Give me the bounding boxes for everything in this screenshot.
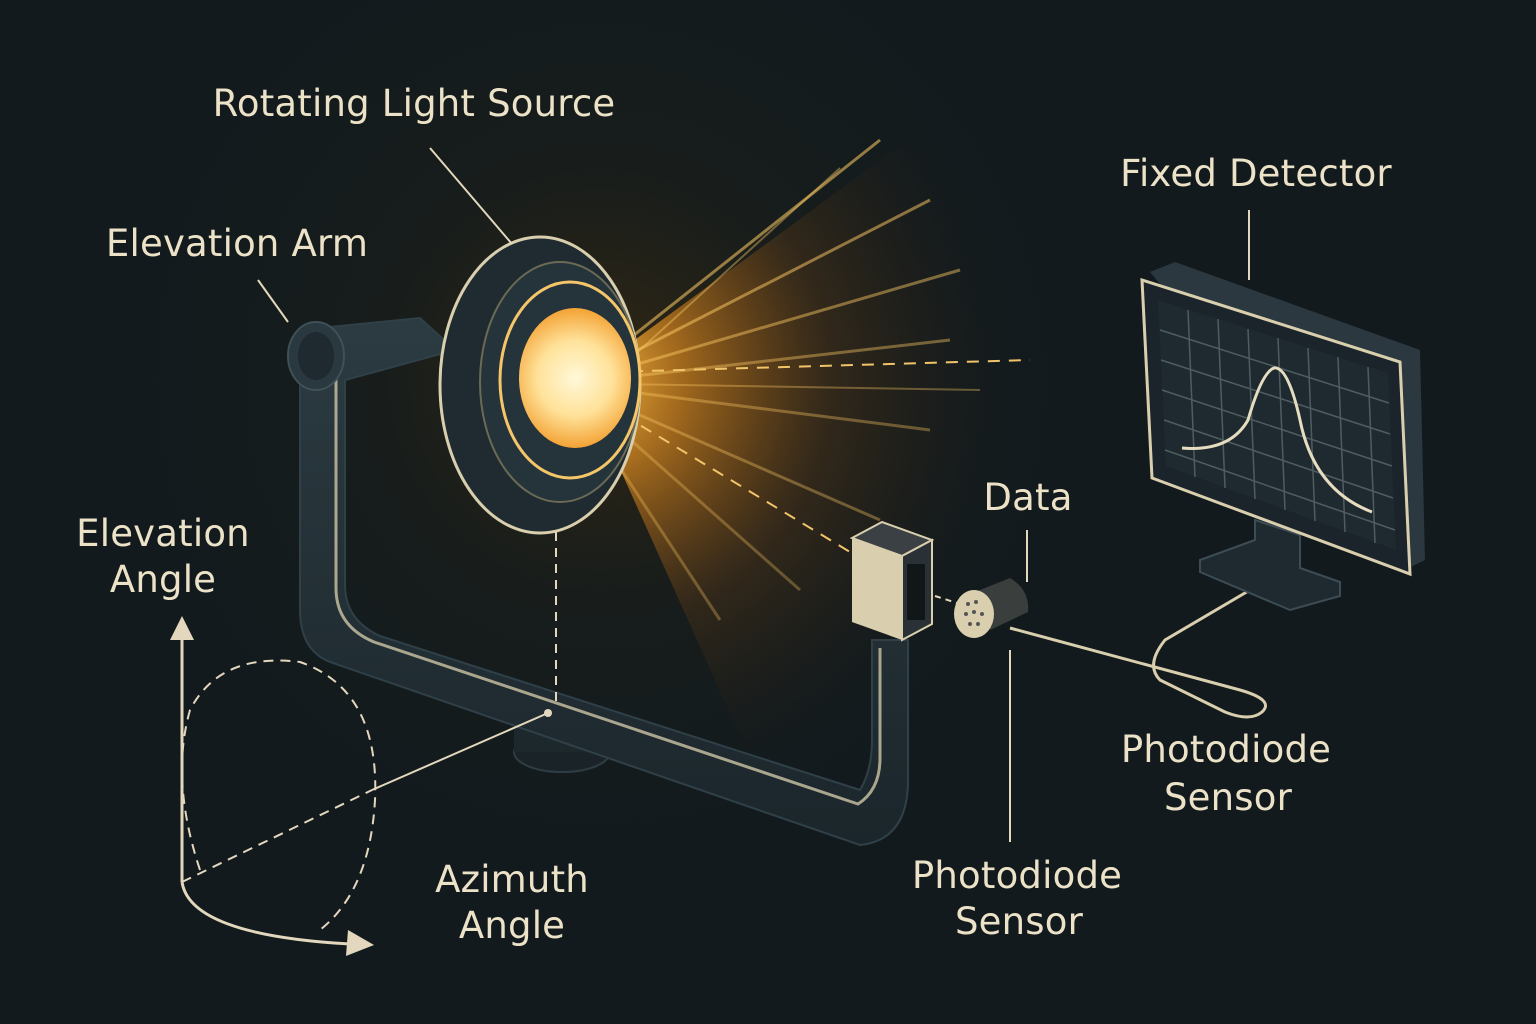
sensor-pixel [966,602,970,606]
photodiode-sensor-icon [954,578,1267,719]
label-photodiode-sensor-bottom-line2: Sensor [955,900,1084,943]
optical-axis-dashed [609,359,1031,373]
housing-to-sensor-dashed [934,595,961,605]
monitor-screen [1158,300,1396,550]
sensor-pixel [964,612,968,616]
beam-cone [580,80,1060,780]
sensor-housing-icon [849,520,935,642]
ray [599,268,961,377]
sensor-cable [1009,588,1267,719]
radius-dashed [181,789,373,883]
lamp-bulb [519,308,631,448]
ray [595,394,881,522]
ray [599,338,951,382]
monitor-icon [1140,262,1425,612]
azimuth-axis [180,881,351,946]
monitor-stand [1199,518,1341,612]
housing-aperture [907,564,925,620]
label-photodiode-sensor-right-line2: Sensor [1164,776,1293,819]
ray [589,138,881,372]
label-rotating-light-source: Rotating Light Source [213,82,616,125]
pivot-joint-face [298,332,334,380]
radius-solid [371,712,549,791]
rotation-path-dashed [181,659,377,931]
label-elevation-angle-line2: Angle [110,558,216,601]
sensor-pixel [974,600,978,604]
label-photodiode-sensor-bottom-line1: Photodiode [912,854,1122,897]
label-elevation-arm: Elevation Arm [106,222,368,265]
azimuth-arrowhead [346,930,374,956]
angle-indicator [170,616,549,956]
sensor-pixel [972,610,976,614]
housing-front [852,538,902,640]
light-source-icon [438,235,642,535]
label-photodiode-sensor-right-line1: Photodiode [1121,728,1331,771]
label-azimuth-angle-line1: Azimuth [435,858,589,901]
monitor-grid [1159,309,1396,544]
elevation-arrowhead [170,616,194,640]
ray [594,198,931,374]
label-fixed-detector: Fixed Detector [1120,152,1392,195]
leader-rotating-light-source [429,147,513,245]
label-azimuth-angle-line2: Angle [459,904,565,947]
sensor-pixel [976,622,980,626]
label-data: Data [983,476,1072,519]
ray [599,386,931,432]
ray [619,383,981,391]
monitor-curve [1181,366,1373,514]
leader-elevation-arm [257,279,289,323]
arm-highlight [334,378,882,806]
sensor-pixel [980,612,984,616]
label-elevation-angle-line1: Elevation [76,512,250,555]
sensor-pixel [968,622,972,626]
ray [619,167,841,369]
beam-to-housing-dashed [604,403,856,556]
lamp-reflector [498,280,642,480]
